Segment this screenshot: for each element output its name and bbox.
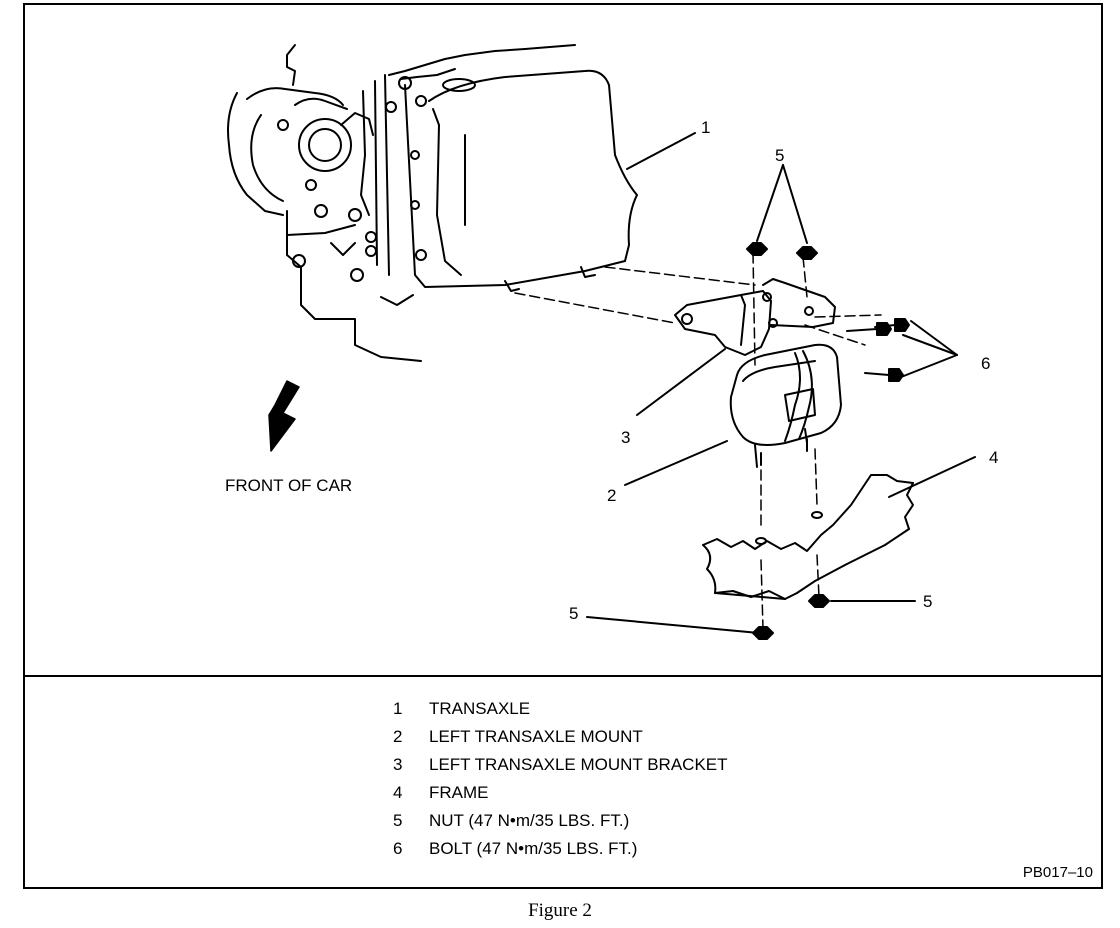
legend-item: 4 FRAME <box>393 783 489 803</box>
transaxle-mount <box>729 343 842 468</box>
callout-2: 2 <box>607 486 616 505</box>
legend-item: 3 LEFT TRANSAXLE MOUNT BRACKET <box>393 755 728 775</box>
legend-number: 6 <box>393 839 403 858</box>
nuts <box>746 242 830 640</box>
callout-5-left: 5 <box>569 604 578 623</box>
legend-item: 1 TRANSAXLE <box>393 699 530 719</box>
legend-number: 1 <box>393 699 403 718</box>
mount-bracket <box>674 278 836 356</box>
mount-studs <box>760 438 808 466</box>
legend-item: 5 NUT (47 N•m/35 LBS. FT.) <box>393 811 629 831</box>
legend-item: 6 BOLT (47 N•m/35 LBS. FT.) <box>393 839 637 859</box>
leader-lines <box>586 132 976 634</box>
legend-number: 3 <box>393 755 403 774</box>
legend-text: BOLT (47 N•m/35 LBS. FT.) <box>429 839 638 858</box>
callout-6: 6 <box>981 354 990 373</box>
legend-text: TRANSAXLE <box>429 699 531 718</box>
frame-rail <box>702 474 914 600</box>
legend: 1 TRANSAXLE 2 LEFT TRANSAXLE MOUNT 3 LEFT T… <box>25 675 1101 889</box>
figure-code: PB017–10 <box>1022 864 1093 881</box>
legend-item: 2 LEFT TRANSAXLE MOUNT <box>393 727 643 747</box>
legend-number: 2 <box>393 727 403 746</box>
engine-housing <box>227 44 422 362</box>
figure-caption: Figure 2 <box>528 900 592 921</box>
alignment-lines <box>514 252 882 630</box>
callout-5-right: 5 <box>923 592 932 611</box>
front-of-car-label: FRONT OF CAR <box>225 476 352 495</box>
bolts <box>846 318 910 382</box>
legend-number: 5 <box>393 811 403 830</box>
callout-4: 4 <box>989 448 998 467</box>
legend-text: FRAME <box>429 783 489 802</box>
callout-3: 3 <box>621 428 630 447</box>
legend-text: LEFT TRANSAXLE MOUNT <box>429 727 643 746</box>
transaxle-mount-diagram: 1 5 6 3 4 2 5 5 FRONT OF CAR <box>225 44 998 640</box>
legend-text: LEFT TRANSAXLE MOUNT BRACKET <box>429 755 728 774</box>
front-of-car-arrow-icon <box>268 380 300 452</box>
callout-1: 1 <box>701 118 710 137</box>
transaxle-case <box>385 44 638 292</box>
legend-number: 4 <box>393 783 403 802</box>
figure-frame: 1 5 6 3 4 2 5 5 FRONT OF CAR 1 TRANSAXLE … <box>23 3 1103 889</box>
callout-5-top: 5 <box>775 146 784 165</box>
legend-text: NUT (47 N•m/35 LBS. FT.) <box>429 811 630 830</box>
